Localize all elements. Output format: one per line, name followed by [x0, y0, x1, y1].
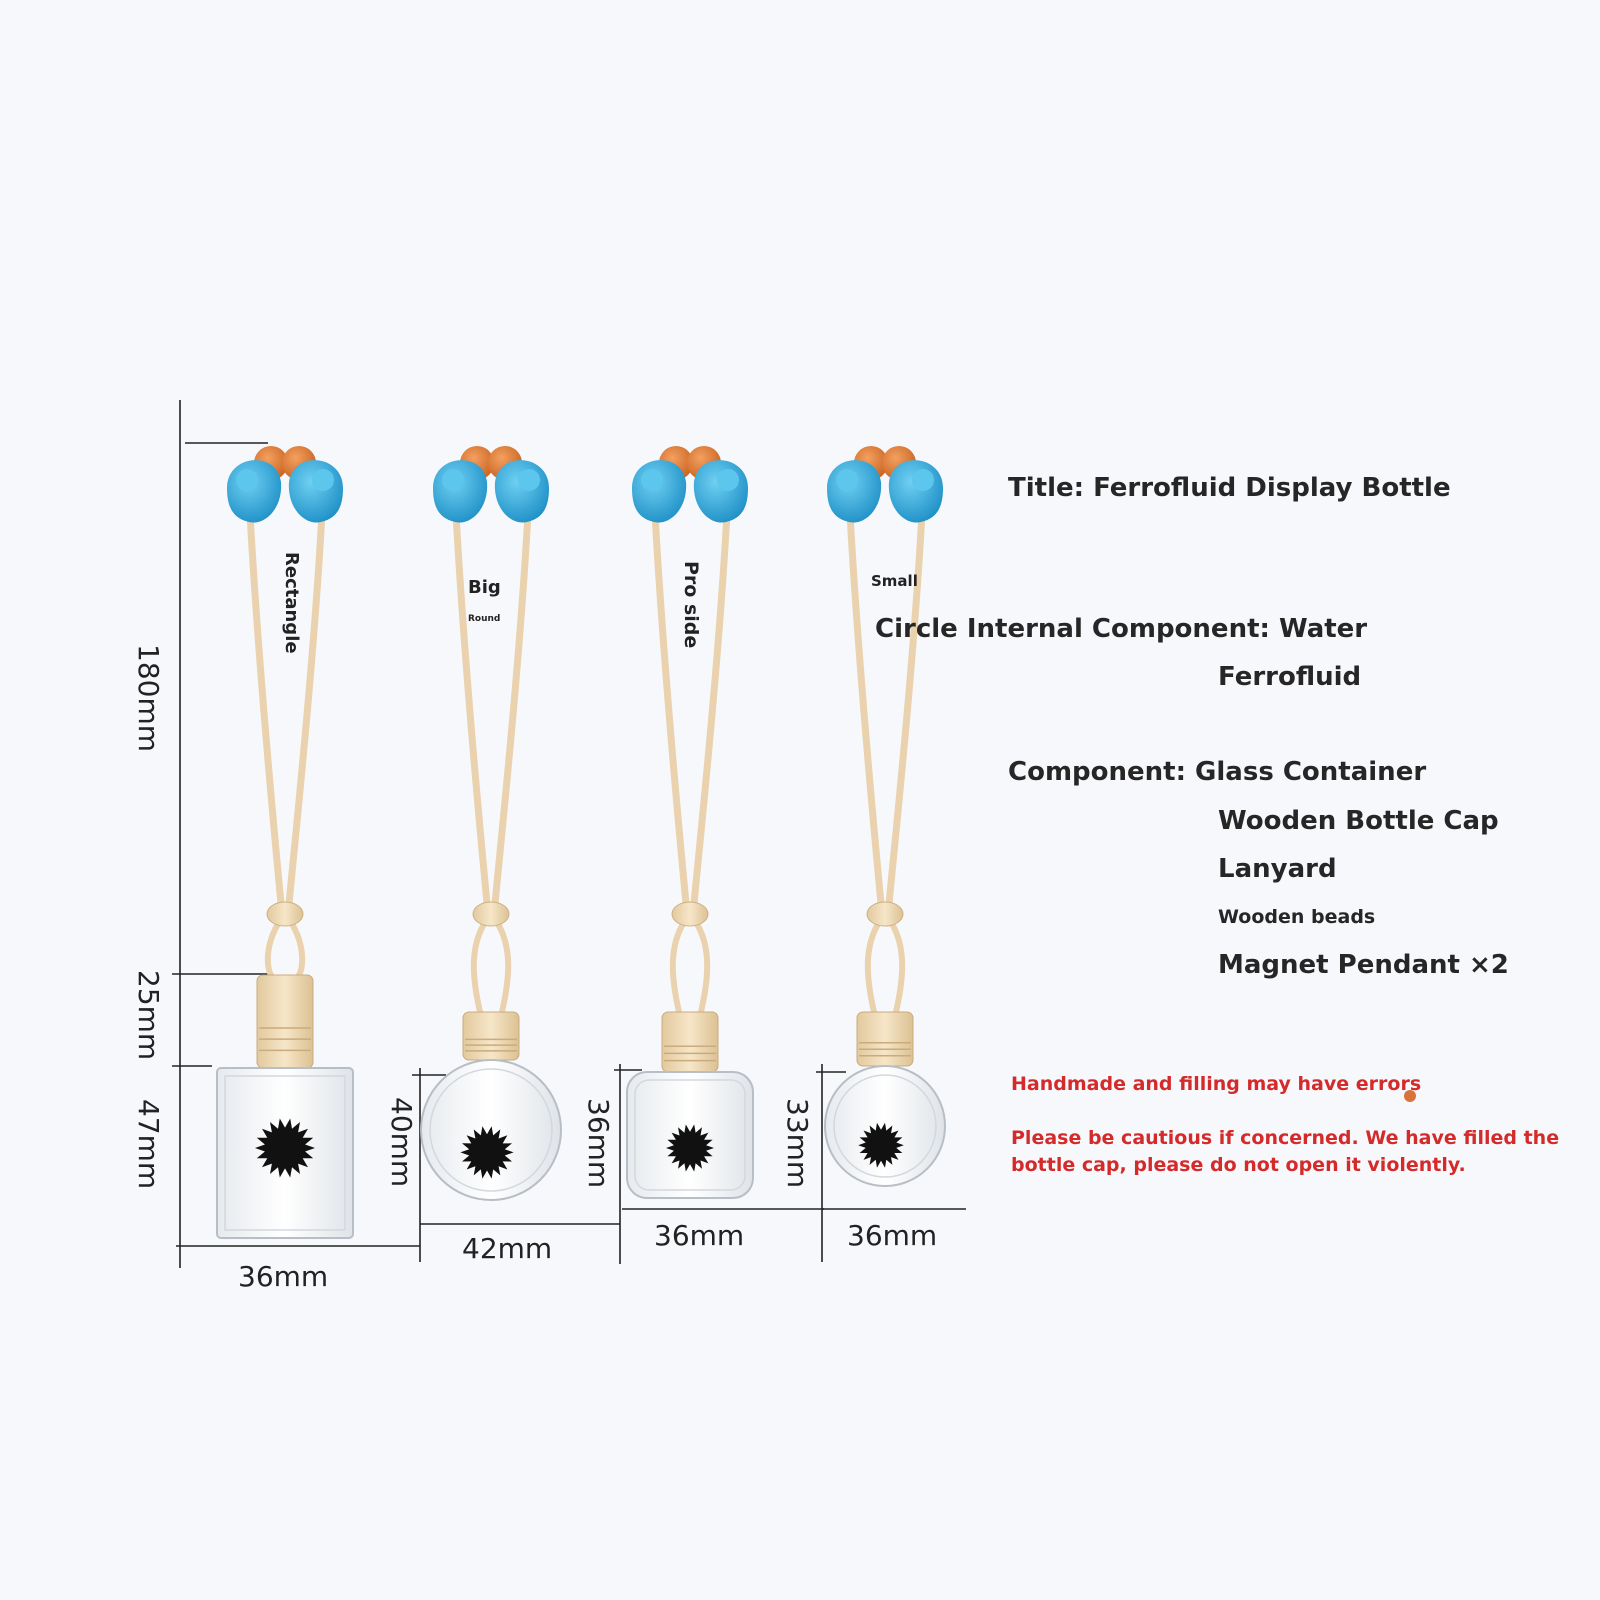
- blue-bead-knob-left: [836, 469, 858, 491]
- blue-bead-knob-right: [518, 469, 540, 491]
- lanyard-loop: [864, 911, 906, 1019]
- bottles-group: [216, 446, 946, 1239]
- wooden-cap: [462, 1011, 520, 1061]
- lanyard-cord-right: [884, 491, 927, 918]
- internal-component-label: Circle Internal Component: Water: [875, 614, 1368, 644]
- glass-inner: [224, 1075, 346, 1231]
- lanyard-cord-left: [650, 491, 691, 918]
- bottle3-width-label: 36mm: [654, 1219, 745, 1252]
- lanyard-cord-left: [451, 491, 492, 918]
- bottle2-height-label: 40mm: [385, 1097, 418, 1188]
- bottle2-width-label: 42mm: [462, 1232, 553, 1265]
- blue-magnet-right: [288, 460, 343, 523]
- wooden-cap: [661, 1011, 719, 1073]
- bottle4-height-label: 33mm: [781, 1098, 814, 1189]
- bottle-label-small: Small: [871, 572, 918, 590]
- component-item-cap: Wooden Bottle Cap: [1218, 806, 1499, 836]
- component-item-beads: Wooden beads: [1218, 906, 1376, 928]
- dimension-lines: [172, 400, 966, 1268]
- cap-height-label: 25mm: [132, 970, 165, 1061]
- blue-magnet-left: [433, 460, 488, 523]
- lanyard-length-label: 180mm: [132, 644, 165, 752]
- wooden-cap: [856, 1011, 914, 1067]
- glass-inner: [833, 1074, 937, 1178]
- component-item-lanyard: Lanyard: [1218, 854, 1337, 884]
- bottle-sublabel-round: Round: [468, 614, 501, 624]
- internal-component-extra: Ferrofluid: [1218, 662, 1362, 692]
- hanging-bottle-2: [420, 446, 562, 1201]
- ferrofluid-spikes: [666, 1124, 714, 1172]
- blue-magnet-right: [888, 460, 943, 523]
- glass-inner: [429, 1068, 553, 1192]
- blue-magnet-right: [693, 460, 748, 523]
- blue-bead-knob-right: [312, 469, 334, 491]
- wooden-bead: [472, 901, 510, 927]
- blue-bead-knob-right: [717, 469, 739, 491]
- bottle1-height-label: 47mm: [132, 1099, 165, 1190]
- blue-bead-knob-left: [442, 469, 464, 491]
- hanging-bottle-4: [824, 446, 946, 1187]
- blue-bead-knob-left: [641, 469, 663, 491]
- bottle-label-rectangle: Rectangle: [281, 552, 302, 654]
- lanyard-cord-right: [689, 491, 732, 918]
- bottle-label-big: Big: [468, 577, 501, 598]
- product-title: Title: Ferrofluid Display Bottle: [1008, 473, 1451, 503]
- lanyard-cord-right: [490, 491, 533, 918]
- ferrofluid-spikes: [460, 1126, 514, 1179]
- lanyard-cord-left: [845, 491, 886, 918]
- hanging-bottle-3: [626, 446, 754, 1199]
- warning-caution-1: Please be cautious if concerned. We have…: [1011, 1127, 1560, 1149]
- component-item-magnet: Magnet Pendant ×2: [1218, 950, 1509, 980]
- ferrofluid-spikes: [858, 1122, 904, 1168]
- decorative-dot: [1404, 1090, 1416, 1102]
- wooden-bead: [866, 901, 904, 927]
- wooden-bead: [671, 901, 709, 927]
- lanyard-cord-right: [284, 491, 327, 918]
- bottle3-height-label: 36mm: [582, 1098, 615, 1189]
- blue-magnet-left: [632, 460, 687, 523]
- wooden-bead: [266, 901, 304, 927]
- hanging-bottle-1: [216, 446, 354, 1239]
- blue-magnet-left: [227, 460, 282, 523]
- bottle1-width-label: 36mm: [238, 1260, 329, 1293]
- wooden-cap: [256, 974, 314, 1069]
- blue-magnet-left: [827, 460, 882, 523]
- lanyard-loop: [470, 911, 512, 1019]
- bottle4-width-label: 36mm: [847, 1219, 938, 1252]
- warning-caution-2: bottle cap, please do not open it violen…: [1011, 1154, 1466, 1176]
- lanyard-cord-left: [245, 491, 286, 918]
- blue-bead-knob-right: [912, 469, 934, 491]
- blue-magnet-right: [494, 460, 549, 523]
- component-label: Component: Glass Container: [1008, 757, 1427, 787]
- glass-inner: [634, 1079, 746, 1191]
- blue-bead-knob-left: [236, 469, 258, 491]
- bottle-label-pro-side: Pro side: [680, 561, 702, 649]
- ferrofluid-spikes: [255, 1118, 315, 1178]
- warning-errors: Handmade and filling may have errors: [1011, 1073, 1422, 1095]
- lanyard-loop: [669, 911, 711, 1019]
